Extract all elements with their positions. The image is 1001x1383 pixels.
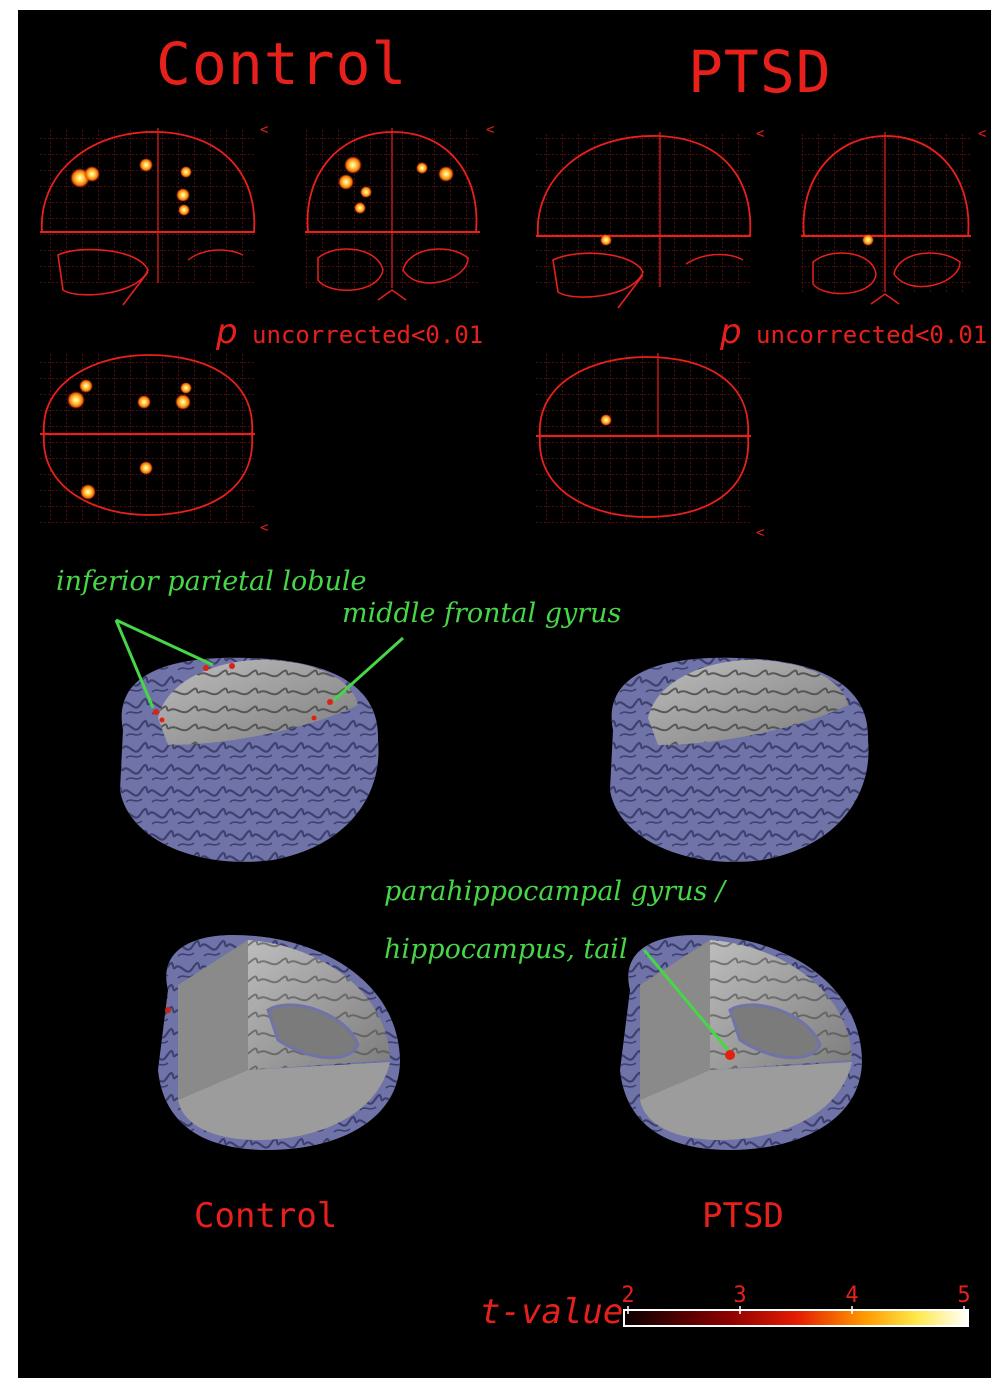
glass-marker: < bbox=[260, 520, 268, 536]
colorbar-tick-label: 5 bbox=[957, 1283, 970, 1308]
label-middle-frontal-gyrus: middle frontal gyrus bbox=[342, 598, 622, 629]
colorbar-tick-label: 3 bbox=[733, 1283, 746, 1308]
label-hippocampus-tail: hippocampus, tail bbox=[384, 934, 628, 965]
figure-canvas: Control PTSD bbox=[18, 10, 991, 1378]
control-threshold: p uncorrected<0.01 bbox=[216, 312, 483, 352]
bottom-label-control: Control bbox=[194, 1196, 338, 1236]
p-symbol: p bbox=[720, 312, 742, 352]
colorbar-tick-label: 2 bbox=[621, 1283, 634, 1308]
label-inferior-parietal-lobule: inferior parietal lobule bbox=[56, 566, 367, 597]
colorbar-tick-label: 4 bbox=[845, 1283, 858, 1308]
threshold-text: uncorrected<0.01 bbox=[237, 321, 484, 349]
threshold-text: uncorrected<0.01 bbox=[741, 321, 988, 349]
bottom-label-ptsd: PTSD bbox=[702, 1196, 784, 1236]
glass-marker: < bbox=[978, 126, 986, 142]
control-title: Control bbox=[156, 30, 408, 98]
colorbar-gradient bbox=[623, 1309, 969, 1327]
ptsd-threshold: p uncorrected<0.01 bbox=[720, 312, 987, 352]
glass-marker: < bbox=[260, 122, 268, 138]
t-value-colorbar: 2 3 4 5 bbox=[621, 1283, 971, 1327]
label-pointer-lines bbox=[114, 618, 730, 1051]
phg-activation-dot bbox=[725, 1050, 735, 1060]
control-sectioned-brain bbox=[158, 935, 400, 1150]
rendered-brains bbox=[114, 618, 869, 1150]
glass-marker: < bbox=[756, 126, 764, 142]
ptsd-title: PTSD bbox=[688, 38, 832, 106]
control-axial-view bbox=[40, 353, 255, 523]
ptsd-sectioned-brain bbox=[620, 935, 862, 1150]
ptsd-axial-view bbox=[536, 353, 751, 523]
ptsd-cut-brain-top bbox=[610, 657, 869, 862]
label-parahippocampal-gyrus: parahippocampal gyrus / bbox=[384, 876, 726, 907]
p-symbol: p bbox=[216, 312, 238, 352]
glass-marker: < bbox=[756, 525, 764, 540]
colorbar-label: t-value bbox=[480, 1292, 624, 1332]
control-sagittal-view bbox=[40, 128, 256, 306]
control-cut-brain-top bbox=[120, 657, 379, 862]
ptsd-sagittal-view bbox=[536, 132, 752, 309]
glass-marker: < bbox=[486, 122, 494, 138]
control-coronal-view bbox=[305, 128, 480, 301]
glass-brain-panels: < < < bbox=[40, 122, 986, 540]
ptsd-coronal-view bbox=[801, 132, 971, 305]
